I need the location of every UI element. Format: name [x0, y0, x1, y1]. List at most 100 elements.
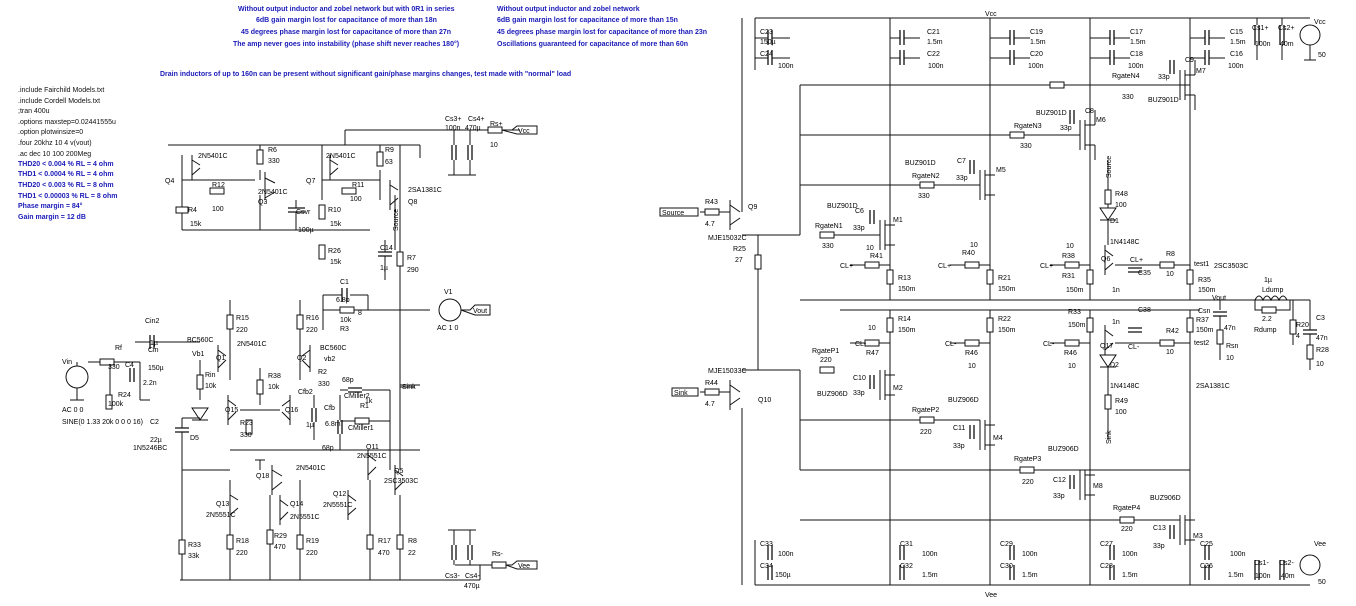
label-cin2: Cin2	[145, 318, 160, 325]
directive: .options maxstep=0.02441555u	[18, 119, 116, 126]
label-r33-right: R33	[1068, 309, 1081, 316]
label-r12: R12	[212, 182, 225, 189]
r31-body	[1064, 261, 1080, 269]
label-q18: Q18	[256, 473, 269, 480]
label-c29: C29	[1000, 541, 1013, 548]
label-vee-rail: Vee	[985, 592, 997, 599]
label-rdump-value: 2.2	[1262, 316, 1272, 323]
label-r11-value: 100	[350, 196, 362, 203]
label-m7: M7	[1196, 68, 1206, 75]
label-vcc-voltage: 50	[1318, 52, 1326, 59]
label-q2: Q2	[297, 355, 306, 362]
label-r33: R33	[188, 542, 201, 549]
r9-body	[376, 151, 384, 167]
label-c3: C3	[1316, 315, 1325, 322]
label-c10-value: 33p	[853, 390, 865, 397]
label-r48-mid-value: 10	[968, 363, 976, 370]
label-c21: C21	[927, 29, 940, 36]
label-c31: C31	[900, 541, 913, 548]
label-r11: R11	[352, 182, 364, 189]
label-c35-value: 1n	[1112, 287, 1120, 294]
label-source-in: Source	[662, 210, 684, 217]
r17-body	[366, 534, 374, 550]
label-c16: C16	[1230, 51, 1243, 58]
label-rgatep3: RgateP3	[1014, 456, 1041, 463]
r35-body	[1186, 269, 1194, 285]
label-cs4p-value: 470µ	[465, 125, 481, 132]
r28-body	[1306, 344, 1314, 360]
rgaten3-body	[1009, 131, 1025, 139]
label-m3-type: BUZ906D	[1150, 495, 1181, 502]
label-r40-value: 10	[970, 242, 978, 249]
label-r21: R21	[998, 275, 1011, 282]
label-r37: R37	[1196, 317, 1209, 324]
label-rgaten3-value: 330	[1020, 143, 1032, 150]
label-rgatep1: RgateP1	[812, 348, 839, 355]
label-ac-in: AC 0 0	[62, 407, 84, 414]
r26-body	[318, 244, 326, 260]
label-r8-right-value: 10	[1166, 271, 1174, 278]
label-r35-value: 150m	[1198, 287, 1216, 294]
label-d2: D2	[1110, 362, 1119, 369]
label-c24: C24	[760, 51, 773, 58]
label-r19-value: 220	[306, 550, 318, 557]
label-r47: R47	[866, 350, 879, 357]
label-q7-type: 2N5401C	[326, 153, 356, 160]
label-r29-value: 470	[274, 544, 286, 551]
rgaten4-body	[1049, 81, 1065, 89]
label-cs3m: Cs3-	[445, 573, 460, 580]
label-q17: Q17	[1100, 343, 1113, 350]
label-d2-type: 1N4148C	[1110, 383, 1140, 390]
r6-body	[256, 149, 264, 165]
rs-minus-body	[491, 561, 507, 569]
label-68p-top: 68p	[342, 377, 354, 384]
note-line: 6dB gain margin lost for capacitance of …	[256, 17, 437, 24]
r33-body-right	[1086, 269, 1094, 285]
label-c25-value: 100n	[1230, 551, 1246, 558]
label-m4: M4	[993, 435, 1003, 442]
label-r39-value: 10	[1066, 243, 1074, 250]
label-c1-value: 6.8p	[336, 297, 350, 304]
label-r49-value: 100	[1115, 409, 1127, 416]
label-r24-value: 100k	[108, 401, 124, 408]
label-c2-value: 22µ	[150, 437, 162, 444]
label-c38-value: 1n	[1112, 319, 1120, 326]
label-c19-value: 1.5m	[1030, 39, 1046, 46]
label-vb2: vb2	[324, 356, 335, 363]
label-r24: R24	[118, 392, 131, 399]
label-cin: Cin	[148, 347, 159, 354]
label-r7: R7	[407, 255, 416, 262]
label-r38-value: 10k	[268, 384, 280, 391]
label-c11-value: 33p	[953, 443, 965, 450]
label-q12-type: 2N5551C	[323, 502, 353, 509]
rdump-body	[1261, 306, 1277, 314]
label-cl-minus-1: CL-	[855, 341, 867, 348]
label-r42: R42	[1166, 328, 1179, 335]
result: Phase margin = 84°	[18, 203, 83, 210]
label-cfb-value: 6.8m	[325, 421, 341, 428]
vin-source-icon	[65, 365, 89, 389]
r1-body	[354, 417, 370, 425]
label-r23-value: 330	[240, 432, 252, 439]
label-r40: R40	[962, 250, 975, 257]
label-q15: Q15	[225, 407, 238, 414]
note-line: 45 degrees phase margin lost for capacit…	[241, 29, 452, 36]
label-r3-value: 10k	[340, 317, 352, 324]
label-q14: Q14	[290, 501, 303, 508]
label-cl-plus-1: CL+	[840, 263, 853, 270]
label-c28-value: 1.5m	[1122, 572, 1138, 579]
label-csn-value: 47n	[1224, 325, 1236, 332]
label-sink-in: Sink	[674, 390, 688, 397]
r41-body	[864, 261, 880, 269]
label-rsn-value: 10	[1226, 355, 1234, 362]
label-rgaten2-value: 330	[918, 193, 930, 200]
label-c31-value: 100n	[922, 551, 938, 558]
label-r3: R3	[340, 326, 349, 333]
directive: .four 20khz 10 4 v(vout)	[18, 140, 92, 147]
r33-body	[178, 539, 186, 555]
label-c8-value: 33p	[1060, 125, 1072, 132]
label-r14-value: 150m	[898, 327, 916, 334]
label-vcc-supply: Vcc	[1314, 19, 1326, 26]
label-m7-type: BUZ901D	[1148, 97, 1179, 104]
label-m8-type: BUZ906D	[1048, 446, 1079, 453]
